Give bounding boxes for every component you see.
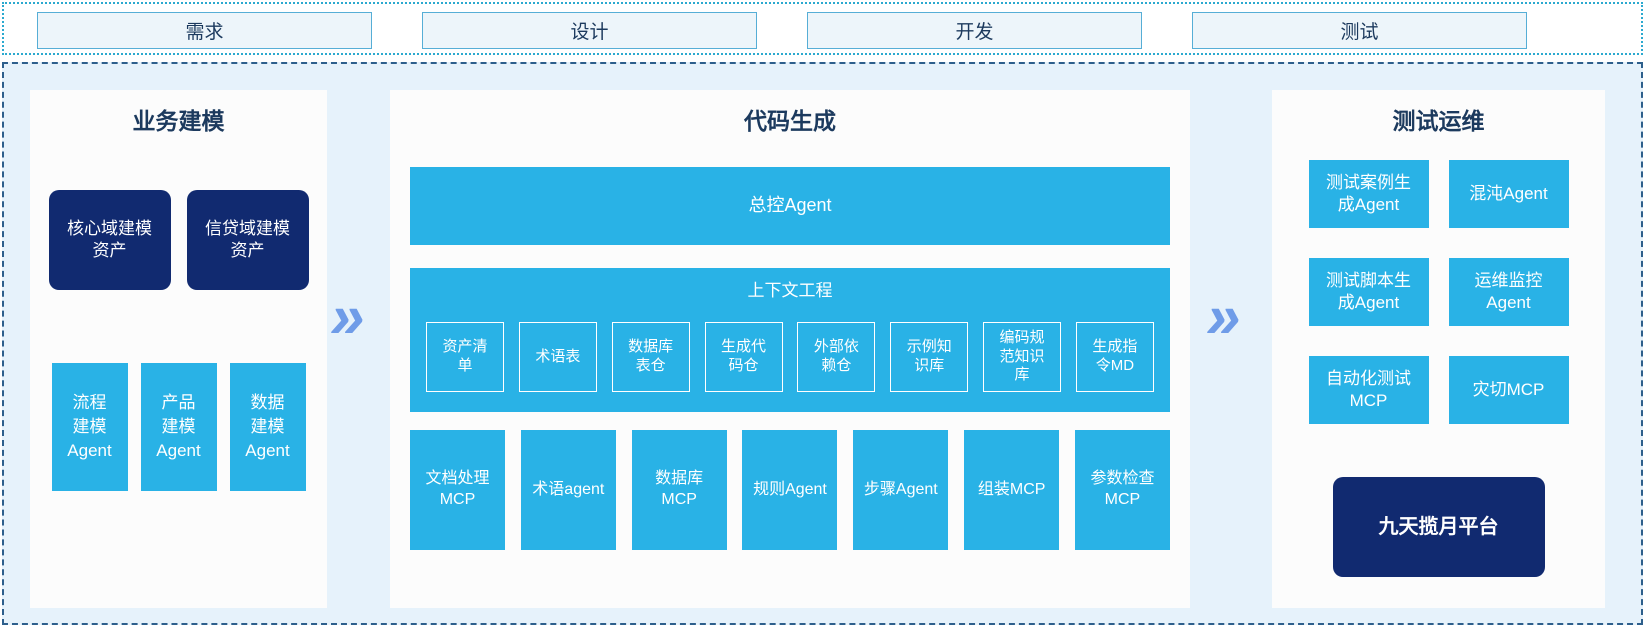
process-modeling-agent-box: 流程 建模 Agent <box>51 363 128 491</box>
credit-domain-asset-box: 信贷域建模 资产 <box>186 190 309 290</box>
chaos-agent-box: 混沌Agent <box>1448 160 1569 228</box>
ops-monitor-agent-box: 运维监控 Agent <box>1448 258 1569 326</box>
modeling-agent-row: 流程 建模 Agent 产品 建模 Agent 数据 建模 Agent <box>30 363 327 491</box>
context-item-coding-standards-kb: 编码规 范知识 库 <box>983 322 1062 392</box>
assembly-mcp-box: 组装MCP <box>964 430 1060 550</box>
panel-title-test-ops: 测试运维 <box>1392 108 1485 134</box>
disaster-switch-mcp-box: 灾切MCP <box>1448 356 1569 424</box>
pipeline-phase-bar: 需求 设计 开发 测试 <box>2 2 1643 55</box>
context-item-generated-code-repo: 生成代 码仓 <box>704 322 783 392</box>
data-modeling-agent-box: 数据 建模 Agent <box>229 363 306 491</box>
test-case-gen-agent-box: 测试案例生 成Agent <box>1308 160 1429 228</box>
context-items-row: 资产清 单 术语表 数据库 表仓 生成代 码仓 外部依 赖仓 示例知 识库 编码… <box>410 300 1170 392</box>
phase-design: 设计 <box>422 12 757 49</box>
phase-requirements: 需求 <box>37 12 372 49</box>
test-ops-grid: 测试案例生 成Agent 混沌Agent 测试脚本生 成Agent 运维监控 A… <box>1272 160 1605 424</box>
master-control-agent-bar: 总控Agent <box>410 167 1170 245</box>
context-item-asset-list: 资产清 单 <box>426 322 504 392</box>
database-mcp-box: 数据库 MCP <box>631 430 727 550</box>
panel-title-code-generation: 代码生成 <box>744 108 836 134</box>
phase-testing: 测试 <box>1192 12 1527 49</box>
context-item-example-knowledge-base: 示例知 识库 <box>890 322 969 392</box>
glossary-agent-box: 术语agent <box>520 430 616 550</box>
code-generation-panel: 代码生成 总控Agent 上下文工程 资产清 单 术语表 数据库 表仓 生成代 … <box>390 90 1190 608</box>
core-domain-asset-box: 核心域建模 资产 <box>48 190 171 290</box>
phase-development: 开发 <box>807 12 1142 49</box>
context-item-db-table-repo: 数据库 表仓 <box>611 322 690 392</box>
context-engineering-title: 上下文工程 <box>747 281 833 300</box>
context-item-external-deps-repo: 外部依 赖仓 <box>797 322 876 392</box>
modeling-asset-row: 核心域建模 资产 信贷域建模 资产 <box>30 190 327 290</box>
product-modeling-agent-box: 产品 建模 Agent <box>140 363 217 491</box>
jiutian-platform-box: 九天揽月平台 <box>1332 477 1545 577</box>
steps-agent-box: 步骤Agent <box>853 430 949 550</box>
architecture-canvas: 业务建模 核心域建模 资产 信贷域建模 资产 流程 建模 Agent 产品 建模… <box>2 62 1643 625</box>
flow-arrow-right-icon: » <box>330 282 365 351</box>
context-item-gen-instruction-md: 生成指 令MD <box>1075 322 1154 392</box>
test-ops-panel: 测试运维 测试案例生 成Agent 混沌Agent 测试脚本生 成Agent 运… <box>1272 90 1605 608</box>
auto-test-mcp-box: 自动化测试 MCP <box>1308 356 1429 424</box>
panel-title-business-modeling: 业务建模 <box>132 108 225 134</box>
context-item-glossary: 术语表 <box>518 322 597 392</box>
flow-arrow-right-icon: » <box>1206 282 1241 351</box>
rules-agent-box: 规则Agent <box>742 430 838 550</box>
mcp-agent-row: 文档处理 MCP 术语agent 数据库 MCP 规则Agent 步骤Agent… <box>410 430 1170 550</box>
param-check-mcp-box: 参数检查 MCP <box>1074 430 1170 550</box>
doc-processing-mcp-box: 文档处理 MCP <box>410 430 505 550</box>
business-modeling-panel: 业务建模 核心域建模 资产 信贷域建模 资产 流程 建模 Agent 产品 建模… <box>30 90 327 608</box>
context-engineering-section: 上下文工程 资产清 单 术语表 数据库 表仓 生成代 码仓 外部依 赖仓 示例知… <box>410 268 1170 412</box>
test-script-gen-agent-box: 测试脚本生 成Agent <box>1308 258 1429 326</box>
